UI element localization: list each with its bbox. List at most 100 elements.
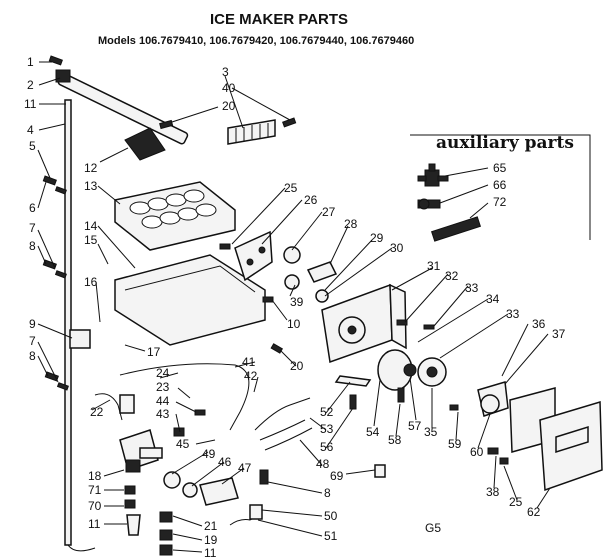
- callout-labels: 1 2 11 4 5 6 7 8 9 7 8 12 13 14 15 16 3 …: [24, 55, 566, 560]
- timing-motor: [377, 349, 417, 391]
- callout-5: 5: [29, 139, 36, 153]
- shutoff-switch: [477, 381, 509, 417]
- callout-15: 15: [84, 233, 98, 247]
- ice-stripper: [124, 127, 166, 161]
- callout-39: 39: [290, 295, 304, 309]
- fill-cup-bracket: [69, 329, 91, 349]
- callout-16: 16: [84, 275, 98, 289]
- callout-71: 71: [88, 483, 102, 497]
- callout-69: 69: [330, 469, 344, 483]
- auxiliary-parts-box: auxiliary parts 65 66 72: [410, 133, 591, 242]
- leader-lines: [37, 61, 551, 553]
- callout-48: 48: [316, 457, 330, 471]
- callout-58: 58: [388, 433, 402, 447]
- callout-21: 21: [204, 519, 218, 533]
- callout-47: 47: [238, 461, 252, 475]
- water-fill-rod: [64, 99, 96, 552]
- callout-49: 49: [202, 447, 216, 461]
- callout-7: 7: [29, 221, 36, 235]
- callout-8: 8: [29, 239, 36, 253]
- callout-38: 38: [486, 485, 500, 499]
- callout-6: 6: [29, 201, 36, 215]
- fill-cup-cover: [227, 119, 276, 145]
- callout-46: 46: [218, 455, 232, 469]
- ice-mold-assembly: [114, 181, 236, 251]
- callout-7b: 7: [29, 334, 36, 348]
- screw-icons-left: [42, 55, 69, 391]
- callout-50: 50: [324, 509, 338, 523]
- callout-8b: 8: [29, 349, 36, 363]
- callout-44: 44: [156, 394, 170, 408]
- callout-30: 30: [390, 241, 404, 255]
- timing-cam: [417, 357, 447, 387]
- callout-11b: 11: [88, 517, 101, 531]
- callout-60: 60: [470, 445, 484, 459]
- callout-20b: 20: [290, 359, 304, 373]
- callout-28: 28: [344, 217, 358, 231]
- callout-13: 13: [84, 179, 98, 193]
- callout-3: 3: [222, 65, 229, 79]
- callout-36: 36: [532, 317, 546, 331]
- callout-27: 27: [322, 205, 336, 219]
- callout-29: 29: [370, 231, 384, 245]
- drive-gear-parts: [283, 246, 338, 303]
- callout-43: 43: [156, 407, 170, 421]
- callout-56: 56: [320, 440, 334, 454]
- callout-26: 26: [304, 193, 318, 207]
- front-cover: [539, 401, 603, 492]
- mounting-bracket: [234, 230, 273, 282]
- callout-31: 31: [427, 259, 441, 273]
- water-valve: [119, 429, 163, 473]
- footer-code: G5: [425, 521, 441, 535]
- wire-clip-22: [94, 393, 135, 421]
- callout-41: 41: [242, 355, 256, 369]
- wiring-harness: [119, 363, 313, 451]
- callout-33: 33: [465, 281, 479, 295]
- callout-25b: 25: [509, 495, 523, 509]
- callout-53: 53: [320, 422, 334, 436]
- callout-25: 25: [284, 181, 298, 195]
- diagram-title: ICE MAKER PARTS: [210, 11, 348, 28]
- callout-34: 34: [486, 292, 500, 306]
- shutoff-valve-icon: [417, 163, 449, 187]
- callout-32: 32: [445, 269, 459, 283]
- small-fittings-70-71: [124, 485, 141, 536]
- callout-12: 12: [84, 161, 98, 175]
- callout-9: 9: [29, 317, 36, 331]
- callout-aux-72: 72: [493, 195, 507, 209]
- callout-20: 20: [222, 99, 236, 113]
- callout-37: 37: [552, 327, 566, 341]
- callout-62: 62: [527, 505, 541, 519]
- callout-4: 4: [27, 123, 34, 137]
- callout-18: 18: [88, 469, 102, 483]
- callout-19: 19: [204, 533, 218, 547]
- control-housing: [321, 283, 407, 364]
- callout-51: 51: [324, 529, 338, 543]
- callout-14: 14: [84, 219, 98, 233]
- callout-59: 59: [448, 437, 462, 451]
- callout-aux-66: 66: [493, 178, 507, 192]
- callout-42: 42: [244, 369, 258, 383]
- callout-54: 54: [366, 425, 380, 439]
- callout-1: 1: [27, 55, 34, 69]
- callout-aux-65: 65: [493, 161, 507, 175]
- tube-insert-icon: [430, 216, 482, 242]
- callout-22: 22: [90, 405, 104, 419]
- callout-24: 24: [156, 366, 170, 380]
- callout-33b: 33: [506, 307, 520, 321]
- callout-45: 45: [176, 437, 190, 451]
- callout-57: 57: [408, 419, 422, 433]
- callout-10: 10: [287, 317, 301, 331]
- callout-17: 17: [147, 345, 161, 359]
- auxiliary-heading: auxiliary parts: [436, 133, 574, 153]
- callout-8c: 8: [324, 486, 331, 500]
- fill-tube-fittings: [159, 471, 263, 556]
- ice-ejector-arm: [55, 69, 189, 145]
- compression-fitting-icon: [417, 198, 441, 210]
- callout-35: 35: [424, 425, 438, 439]
- callout-11: 11: [24, 97, 37, 111]
- models-line: Models 106.7679410, 106.7679420, 106.767…: [98, 35, 414, 47]
- callout-52: 52: [320, 405, 334, 419]
